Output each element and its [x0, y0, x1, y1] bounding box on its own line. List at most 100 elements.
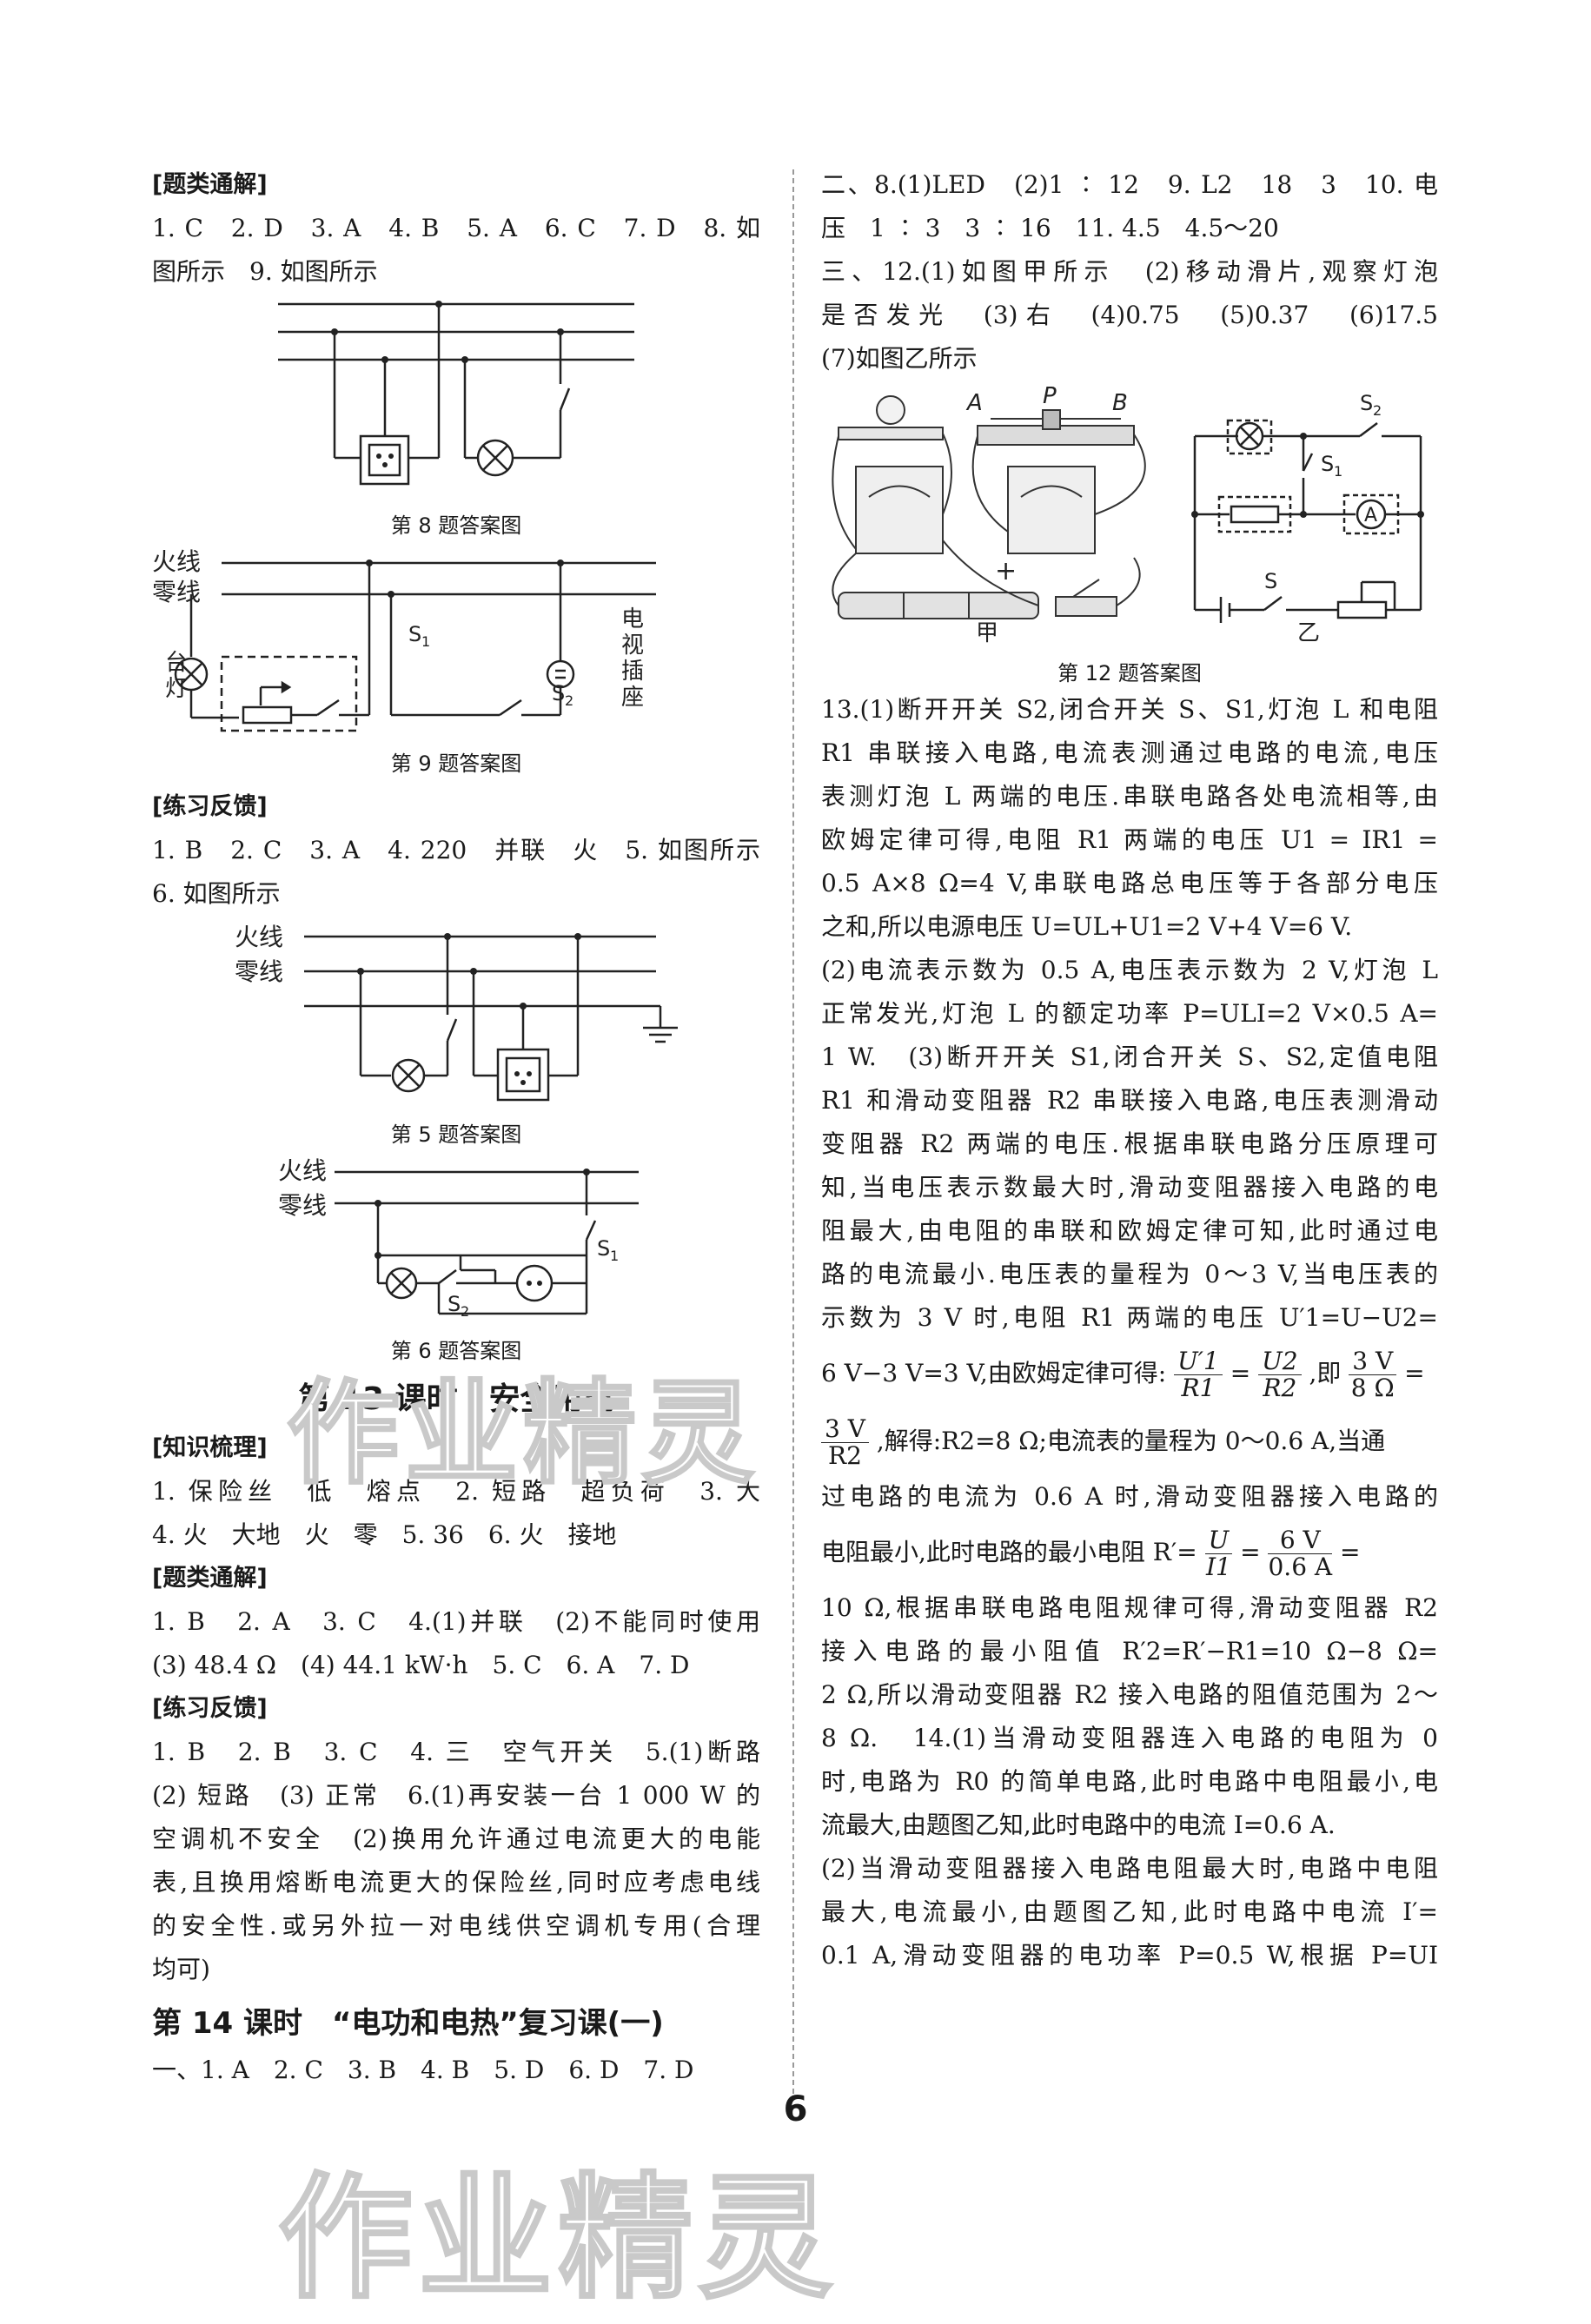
text-line: 0.1 A,滑动变阻器的电功率 P=0.5 W,根据 P=UI	[821, 1941, 1438, 1970]
text-line: 示数为 3 V 时,电阻 R1 两端的电压 U′1=U−U2=	[821, 1303, 1438, 1332]
text-line: 时,电路为 R0 的简单电路,此时电路中电阻最小,电	[821, 1767, 1438, 1796]
section-header: [知识梳理]	[152, 1434, 268, 1461]
answer-line: 一、1. A 2. C 3. B 4. B 5. D 6. D 7. D	[152, 2056, 694, 2084]
answer-line: 4. 火 大地 火 零 5. 36 6. 火 接地	[152, 1520, 617, 1549]
text-span: ,即	[1309, 1359, 1342, 1387]
answer-line: 压 1 ∶ 3 3 ∶ 16 11. 4.5 4.5～20	[821, 214, 1279, 242]
fire-wire-label: 火线	[278, 1156, 327, 1185]
answer-line: 是否发光 (3)右 (4)0.75 (5)0.37 (6)17.5	[821, 301, 1438, 329]
answer-line: 1. B 2. B 3. C 4. 三 空气开关 5.(1)断路	[152, 1738, 760, 1766]
text-line: 知,当电压表示数最大时,滑动变阻器接入电路的电	[821, 1173, 1438, 1202]
text-line: 阻最大,由电阻的串联和欧姆定律可知,此时通过电	[821, 1216, 1438, 1245]
text-line: R1 和滑动变阻器 R2 串联接入电路,电压表测滑动	[821, 1086, 1438, 1115]
plus-label: +	[995, 556, 1017, 586]
column-divider	[792, 169, 794, 2094]
neutral-wire-label: 零线	[152, 578, 201, 606]
section-header: [练习反馈]	[152, 793, 268, 820]
answer-line: 三、12.(1)如图甲所示 (2)移动滑片,观察灯泡	[821, 257, 1438, 286]
answer-line: 二、8.(1)LED (2)1 ∶ 12 9. L2 18 3 10. 电	[821, 170, 1438, 199]
slider-p-label: P	[1043, 384, 1057, 409]
right-column: 二、8.(1)LED (2)1 ∶ 12 9. L2 18 3 10. 电 压 …	[821, 163, 1438, 1977]
text-span: =	[1404, 1359, 1425, 1387]
section-header: [练习反馈]	[152, 1695, 268, 1722]
section-header: [题类通解]	[152, 1565, 268, 1592]
circuit-diagram-12: A P B + 甲	[832, 383, 1424, 646]
text-line: 2 Ω,所以滑动变阻器 R2 接入电路的阻值范围为 2～	[821, 1680, 1438, 1709]
text-line: 最大,电流最小,由题图乙知,此时电路中电流 I′=	[821, 1897, 1438, 1926]
neutral-wire-label: 零线	[278, 1191, 327, 1220]
answer-line: 的安全性.或另外拉一对电线供空调机专用(合理	[152, 1911, 760, 1940]
svg-text:1: 1	[421, 633, 430, 650]
text-span: ,解得:R2=8 Ω;电流表的量程为 0～0.6 A,当通	[876, 1427, 1386, 1455]
text-span: 电阻最小,此时电路的最小电阻 R′=	[821, 1538, 1197, 1566]
left-column: [题类通解] 1. C 2. D 3. A 4. B 5. A 6. C 7. …	[152, 163, 760, 2092]
figure-8: 第 8 题答案图	[152, 297, 760, 540]
answer-line: 6. 如图所示	[152, 879, 281, 908]
figure-5: 火线 零线	[152, 919, 760, 1149]
text-line: 8 Ω. 14.(1)当滑动变阻器连入电路的电阻为 0	[821, 1724, 1438, 1752]
switch-s-label: S	[1264, 569, 1277, 593]
text-line: 变阻器 R2 两端的电压.根据串联电路分压原理可	[821, 1129, 1438, 1158]
text-line: (2)当滑动变阻器接入电路电阻最大时,电路中电阻	[821, 1854, 1438, 1883]
lesson-14-title: 第 14 课时 “电功和电热”复习课(一)	[152, 2006, 664, 2041]
fire-wire-label: 火线	[235, 923, 283, 951]
svg-text:插: 插	[621, 659, 644, 685]
svg-text:S: S	[1360, 391, 1373, 415]
svg-text:电: 电	[621, 606, 644, 632]
answer-line: (3) 48.4 Ω (4) 44.1 kW·h 5. C 6. A 7. D	[152, 1651, 690, 1679]
figure-caption: 第 9 题答案图	[390, 751, 522, 776]
svg-text:1: 1	[610, 1248, 619, 1264]
answer-line: (7)如图乙所示	[821, 344, 978, 373]
text-line: 正常发光,灯泡 L 的额定功率 P=ULI=2 V×0.5 A=	[821, 999, 1438, 1028]
text-line: 流最大,由题图乙知,此时电路中的电流 I=0.6 A.	[821, 1811, 1336, 1839]
answer-line: 表,且换用熔断电流更大的保险丝,同时应考虑电线	[152, 1868, 760, 1897]
page-number: 6	[783, 2089, 808, 2129]
svg-text:S: S	[1321, 452, 1334, 476]
circuit-diagram-5: 火线 零线	[235, 923, 678, 1102]
answer-line: 1. C 2. D 3. A 4. B 5. A 6. C 7. D 8. 如	[152, 214, 760, 242]
figure-12: A P B + 甲	[821, 383, 1438, 688]
text-line: 路的电流最小.电压表的量程为 0～3 V,当电压表的	[821, 1260, 1438, 1288]
text-line: 1 W. (3)断开开关 S1,闭合开关 S、S2,定值电阻	[821, 1043, 1438, 1071]
svg-text:S: S	[597, 1236, 610, 1261]
circuit-diagram-8	[278, 301, 634, 486]
figure-caption: 第 5 题答案图	[390, 1122, 522, 1147]
answer-line: 1. B 2. A 3. C 4.(1)并联 (2)不能同时使用	[152, 1607, 760, 1636]
terminal-a-label: A	[965, 390, 983, 416]
text-line: 欧姆定律可得,电阻 R1 两端的电压 U1 = IR1 =	[821, 825, 1438, 854]
answer-line: 空调机不安全 (2)换用允许通过电流更大的电能	[152, 1824, 760, 1853]
svg-text:2: 2	[461, 1303, 469, 1320]
text-line: 接入电路的最小阻值 R′2=R′−R1=10 Ω−8 Ω=	[821, 1637, 1438, 1665]
figure-jia-label: 甲	[976, 620, 998, 645]
figure-caption: 第 12 题答案图	[1057, 661, 1202, 685]
text-line: 13.(1)断开开关 S2,闭合开关 S、S1,灯泡 L 和电阻	[821, 695, 1438, 724]
svg-text:座: 座	[621, 685, 644, 711]
fire-wire-label: 火线	[152, 547, 201, 576]
terminal-b-label: B	[1112, 390, 1128, 416]
svg-text:S: S	[408, 622, 421, 646]
answer-line: 均可)	[152, 1955, 210, 1983]
answer-line: 1. 保险丝 低 熔点 2. 短路 超负荷 3. 大	[152, 1477, 760, 1506]
text-span: 6 V−3 V=3 V,由欧姆定律可得:	[821, 1359, 1167, 1387]
text-line: (2)电流表示数为 0.5 A,电压表示数为 2 V,灯泡 L	[821, 956, 1438, 984]
section-header: [题类通解]	[152, 171, 268, 198]
text-line: R1 串联接入电路,电流表测通过电路的电流,电压	[821, 738, 1438, 767]
svg-text:2: 2	[565, 692, 573, 709]
text-line: 过电路的电流为 0.6 A 时,滑动变阻器接入电路的	[821, 1482, 1438, 1511]
text-line: 之和,所以电源电压 U=UL+U1=2 V+4 V=6 V.	[821, 912, 1353, 941]
svg-text:1: 1	[1334, 463, 1342, 480]
svg-text:2: 2	[1373, 402, 1382, 419]
answer-line: (2) 短路 (3) 正常 6.(1)再安装一台 1 000 W 的	[152, 1781, 760, 1810]
text-line: 10 Ω,根据串联电路电阻规律可得,滑动变阻器 R2	[821, 1593, 1438, 1622]
text-line: 0.5 A×8 Ω=4 V,串联电路总电压等于各部分电压	[821, 869, 1438, 897]
figure-yi-label: 乙	[1297, 620, 1320, 645]
